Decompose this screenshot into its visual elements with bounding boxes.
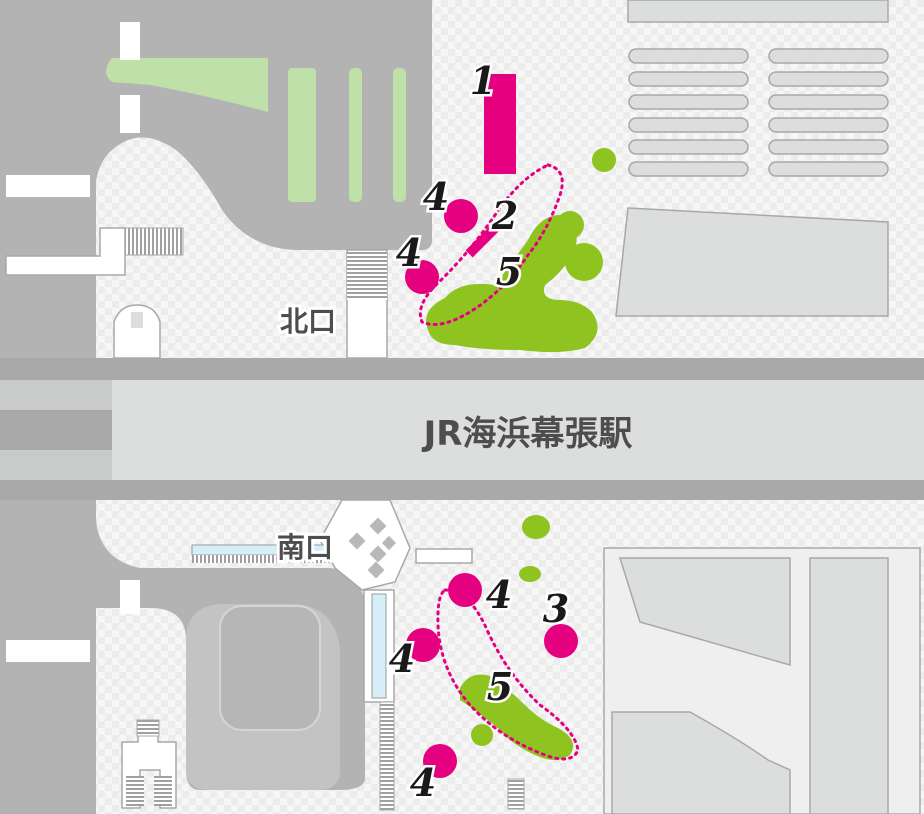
south-buildings bbox=[603, 547, 921, 814]
south-walkways bbox=[121, 499, 525, 811]
south-exit-label: 南口 bbox=[277, 531, 333, 564]
north-exit-label: 北口 bbox=[280, 305, 336, 338]
marker-3-shape bbox=[544, 624, 578, 658]
marker-label-4: 4 bbox=[410, 760, 436, 805]
marker-4-shape bbox=[423, 744, 457, 778]
road-markings bbox=[6, 22, 140, 662]
marker-label-4: 4 bbox=[423, 174, 449, 219]
marker-labels: 1 2 4 4 5 3 4 4 4 5 bbox=[386, 56, 571, 808]
marker-label-3: 3 bbox=[543, 586, 569, 631]
station-building bbox=[112, 380, 924, 480]
zone-5-north-outline bbox=[418, 163, 564, 326]
map-markers bbox=[405, 74, 578, 778]
marker-label-5: 5 bbox=[487, 664, 513, 709]
north-buildings bbox=[113, 0, 889, 359]
north-walkways bbox=[5, 227, 388, 359]
marker-label-4: 4 bbox=[389, 636, 415, 681]
south-greenery bbox=[460, 515, 574, 760]
zone-5-south-outline bbox=[436, 588, 580, 761]
station-name: JR海浜幕張駅 bbox=[422, 414, 633, 454]
south-roundabout-island bbox=[219, 605, 321, 731]
marker-label-1: 1 bbox=[470, 58, 496, 103]
marker-label-5: 5 bbox=[496, 249, 522, 294]
marker-4-shape bbox=[448, 573, 482, 607]
marker-1-shape bbox=[484, 74, 516, 174]
marker-4-shape bbox=[444, 199, 478, 233]
marker-4-shape bbox=[406, 628, 440, 662]
parking-stalls bbox=[628, 48, 889, 177]
north-greenery bbox=[426, 148, 616, 353]
roundabout-medians bbox=[106, 58, 406, 202]
marker-label-4: 4 bbox=[396, 230, 422, 275]
marker-label-2: 2 bbox=[491, 193, 518, 238]
marker-4-shape bbox=[405, 260, 439, 294]
marker-2-shape bbox=[465, 220, 503, 258]
marker-label-4: 4 bbox=[486, 572, 512, 617]
